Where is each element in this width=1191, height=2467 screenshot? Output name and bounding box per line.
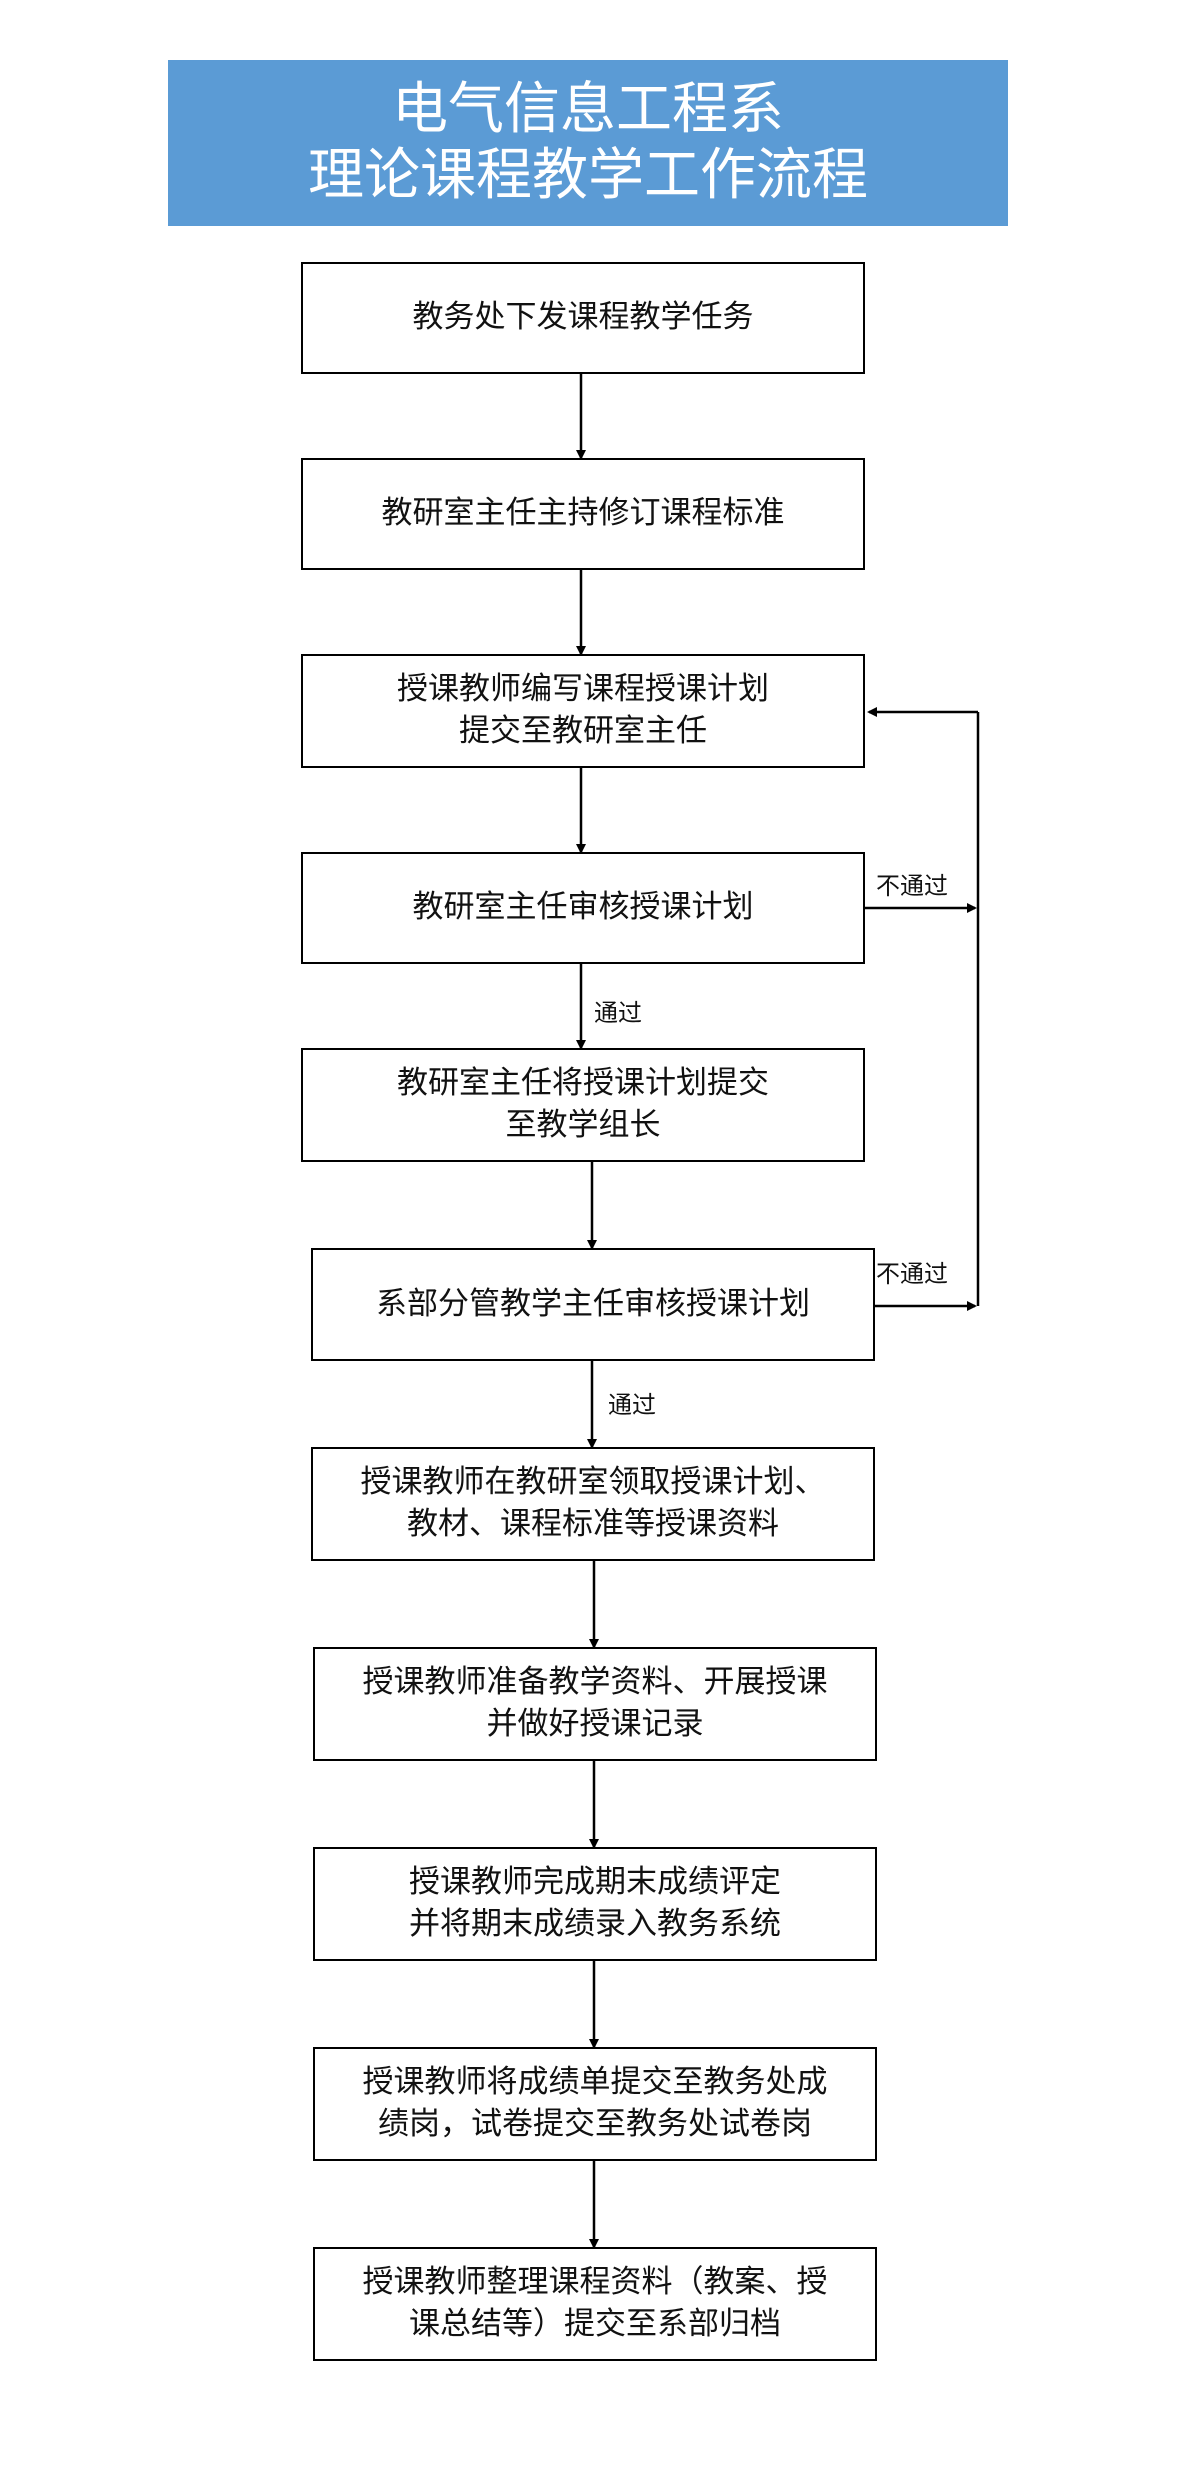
flow-step-2-line-1: 教研室主任主持修订课程标准 (381, 495, 785, 532)
flow-step-11-line-1: 授课教师整理课程资料（教案、授 (362, 2264, 828, 2301)
title-line-1: 电气信息工程系 (392, 76, 784, 142)
flow-step-6: 系部分管教学主任审核授课计划 (311, 1248, 875, 1361)
flow-step-10-line-2: 绩岗，试卷提交至教务处试卷岗 (378, 2106, 812, 2142)
flow-step-1-line-1: 教务处下发课程教学任务 (412, 299, 754, 336)
edge-label-reject-1: 不通过 (876, 872, 948, 900)
flow-step-3-line-1: 授课教师编写课程授课计划 (397, 671, 769, 708)
flow-step-7: 授课教师在教研室领取授课计划、 教材、课程标准等授课资料 (311, 1447, 875, 1561)
flow-step-11: 授课教师整理课程资料（教案、授 课总结等）提交至系部归档 (313, 2247, 877, 2361)
flow-step-3-line-2: 提交至教研室主任 (459, 713, 707, 749)
flow-step-6-line-1: 系部分管教学主任审核授课计划 (376, 1285, 810, 1322)
flow-step-7-line-2: 教材、课程标准等授课资料 (407, 1506, 779, 1542)
flow-step-5: 教研室主任将授课计划提交 至教学组长 (301, 1048, 865, 1162)
flow-step-4-line-1: 教研室主任审核授课计划 (412, 889, 754, 926)
page-title: 电气信息工程系 理论课程教学工作流程 (168, 60, 1008, 226)
flow-step-8-line-1: 授课教师准备教学资料、开展授课 (362, 1664, 828, 1701)
edge-label-reject-2: 不通过 (876, 1260, 948, 1288)
edge-label-pass-1: 通过 (594, 999, 642, 1027)
flow-step-9: 授课教师完成期末成绩评定 并将期末成绩录入教务系统 (313, 1847, 877, 1961)
title-line-2: 理论课程教学工作流程 (308, 143, 868, 208)
flow-step-3: 授课教师编写课程授课计划 提交至教研室主任 (301, 654, 865, 768)
flow-step-8: 授课教师准备教学资料、开展授课 并做好授课记录 (313, 1647, 877, 1761)
flow-step-5-line-1: 教研室主任将授课计划提交 (397, 1065, 769, 1102)
flow-step-10-line-1: 授课教师将成绩单提交至教务处成 (362, 2064, 828, 2101)
edge-label-pass-2: 通过 (608, 1391, 656, 1419)
flow-step-7-line-1: 授课教师在教研室领取授课计划、 (360, 1464, 826, 1501)
flow-step-1: 教务处下发课程教学任务 (301, 262, 865, 374)
flow-step-9-line-1: 授课教师完成期末成绩评定 (409, 1864, 781, 1901)
flow-step-10: 授课教师将成绩单提交至教务处成 绩岗，试卷提交至教务处试卷岗 (313, 2047, 877, 2161)
flow-step-11-line-2: 课总结等）提交至系部归档 (409, 2306, 781, 2342)
flow-step-9-line-2: 并将期末成绩录入教务系统 (409, 1906, 781, 1942)
flow-step-2: 教研室主任主持修订课程标准 (301, 458, 865, 570)
flow-step-4: 教研室主任审核授课计划 (301, 852, 865, 964)
flow-step-5-line-2: 至教学组长 (505, 1107, 661, 1143)
flow-step-8-line-2: 并做好授课记录 (486, 1706, 704, 1742)
